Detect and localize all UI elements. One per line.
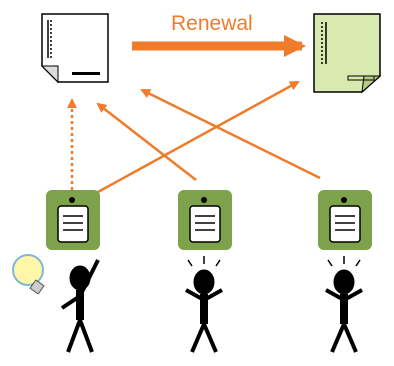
note-icon-right [318, 190, 372, 250]
stick-figure-with-lightbulb-icon [60, 259, 100, 353]
arrow-middle-to-old [96, 102, 197, 181]
confused-stick-figure-icon-right [325, 256, 363, 353]
document-icon [40, 13, 109, 84]
green-document-icon [313, 13, 382, 94]
renewal-label: Renewal [171, 12, 253, 35]
arrow-left-to-renewed [97, 80, 300, 194]
note-icon-left [46, 190, 100, 250]
confused-stick-figure-icon-middle [185, 256, 223, 353]
arrow-right-to-old [140, 88, 321, 180]
note-icon-middle [178, 190, 232, 250]
lightbulb-icon [12, 254, 45, 295]
